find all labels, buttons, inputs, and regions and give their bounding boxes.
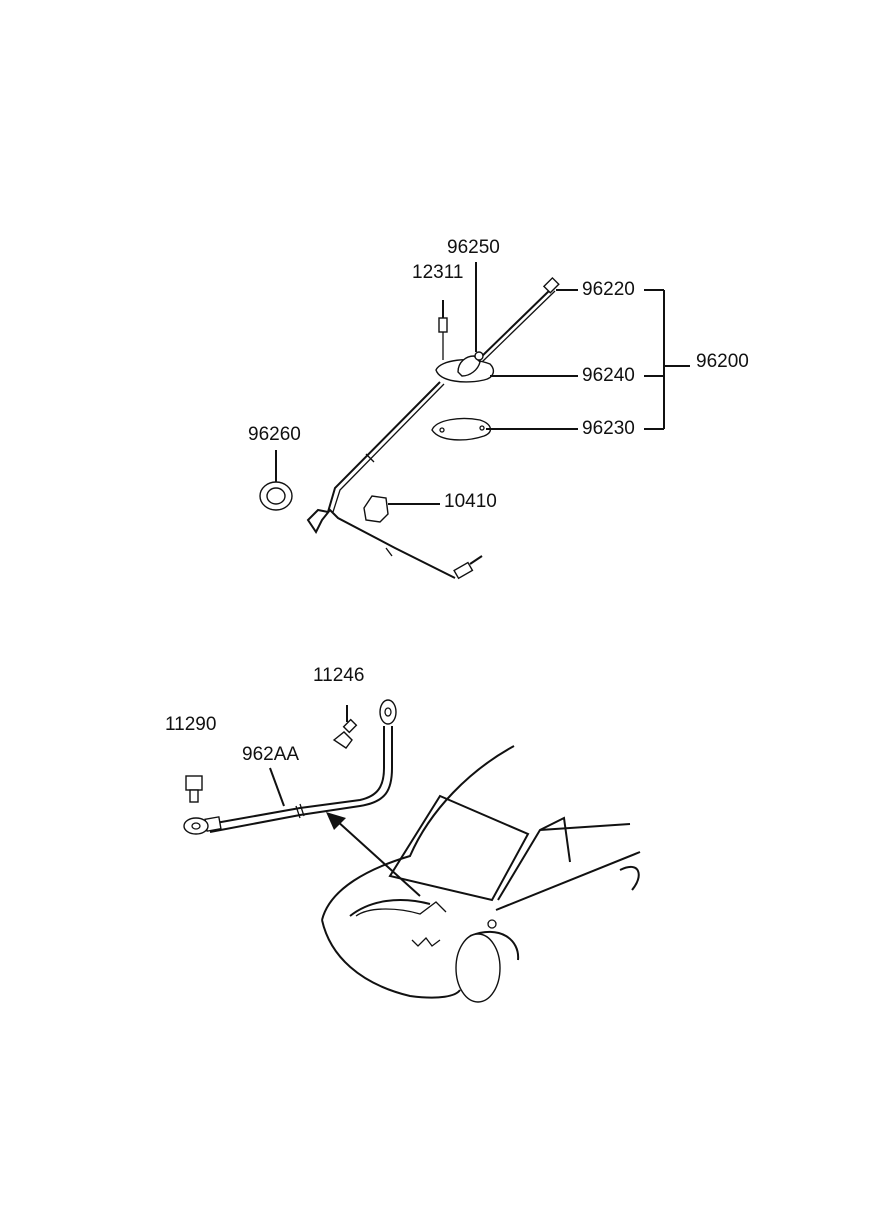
part-number-11290: 11290 <box>165 714 217 735</box>
part-number-11246: 11246 <box>313 665 365 686</box>
grommet-96260 <box>259 450 293 511</box>
part-number-96220: 96220 <box>582 279 635 300</box>
location-arrow <box>326 812 421 897</box>
part-number-96230: 96230 <box>582 418 635 439</box>
part-number-962AA: 962AA <box>242 744 300 765</box>
part-number-96200: 96200 <box>696 351 749 372</box>
part-number-96240: 96240 <box>582 365 635 386</box>
gasket-96230 <box>431 417 491 441</box>
part-number-96250: 96250 <box>447 237 500 258</box>
part-number-96260: 96260 <box>248 424 301 445</box>
bolt-11290 <box>185 775 203 803</box>
part-number-12311: 12311 <box>412 262 464 283</box>
bolt-11246 <box>332 705 358 749</box>
antenna-mast <box>477 276 560 363</box>
part-number-10410: 10410 <box>444 491 497 512</box>
clip-10410 <box>363 495 440 523</box>
vehicle-outline <box>321 745 641 1003</box>
upper-leader-lines <box>475 262 690 430</box>
screw-12311 <box>438 300 448 360</box>
antenna-cable <box>306 381 483 580</box>
ground-cable-962AA <box>183 699 397 835</box>
antenna-base-96240 <box>435 351 495 383</box>
